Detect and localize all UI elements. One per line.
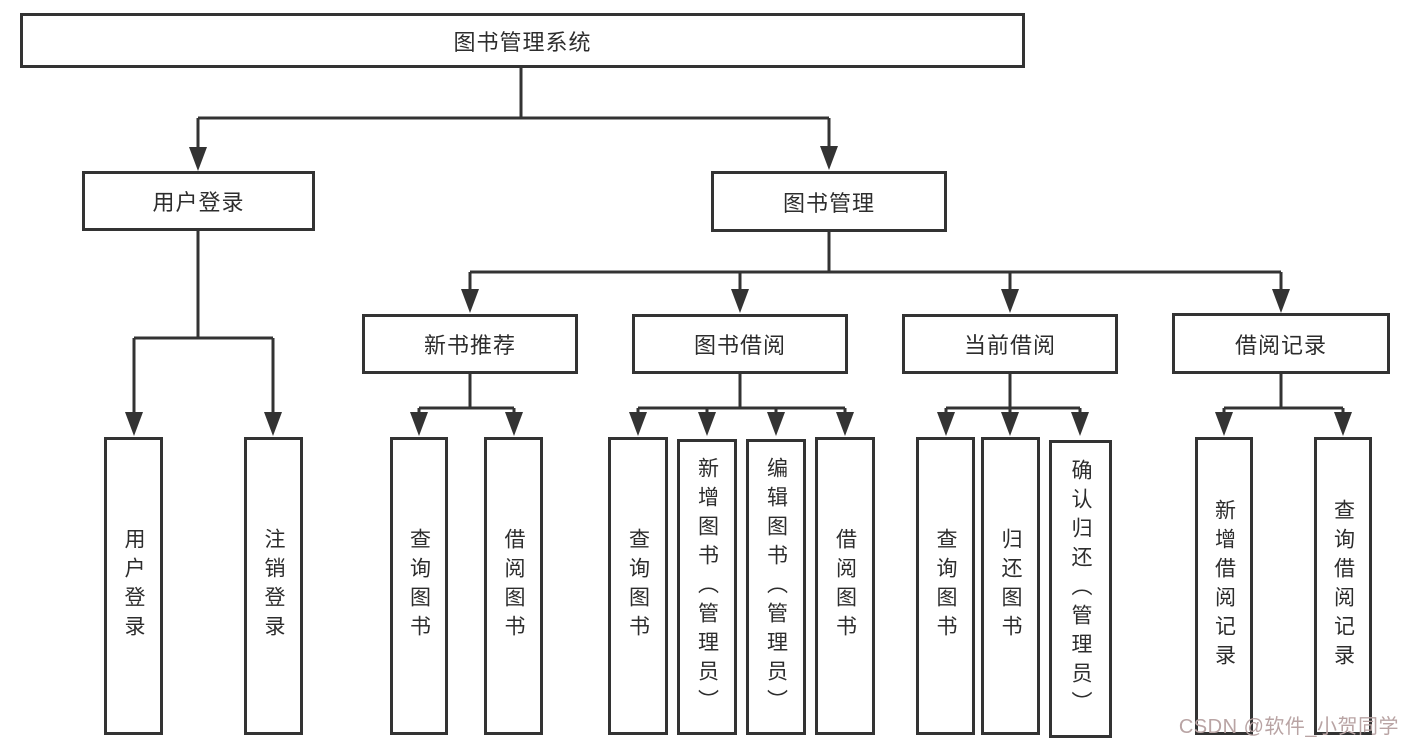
leaf-user-login: 用户登录 bbox=[104, 437, 163, 735]
leaf-query-books-recommend: 查询图书 bbox=[390, 437, 448, 735]
node-borrowing-records: 借阅记录 bbox=[1172, 313, 1390, 374]
leaf-return-books: 归还图书 bbox=[981, 437, 1040, 735]
leaf-edit-book-admin: 编辑图书（管理员） bbox=[746, 439, 806, 735]
leaf-borrow-books: 借阅图书 bbox=[815, 437, 875, 735]
node-user-login: 用户登录 bbox=[82, 171, 315, 231]
leaf-query-books-current: 查询图书 bbox=[916, 437, 975, 735]
node-new-book-recommendation: 新书推荐 bbox=[362, 314, 578, 374]
leaf-add-book-admin: 新增图书（管理员） bbox=[677, 439, 737, 735]
node-book-management: 图书管理 bbox=[711, 171, 947, 232]
leaf-query-borrow-record: 查询借阅记录 bbox=[1314, 437, 1372, 735]
leaf-borrow-books-recommend: 借阅图书 bbox=[484, 437, 543, 735]
leaf-add-borrow-record: 新增借阅记录 bbox=[1195, 437, 1253, 735]
leaf-query-books-borrowing: 查询图书 bbox=[608, 437, 668, 735]
leaf-logout: 注销登录 bbox=[244, 437, 303, 735]
leaf-confirm-return-admin: 确认归还（管理员） bbox=[1049, 440, 1112, 738]
arrowhead-group bbox=[125, 146, 1352, 436]
node-library-management-system: 图书管理系统 bbox=[20, 13, 1025, 68]
csdn-watermark: CSDN @软件_小贺同学 bbox=[1178, 716, 1399, 738]
node-book-borrowing: 图书借阅 bbox=[632, 314, 848, 374]
node-current-borrowing: 当前借阅 bbox=[902, 314, 1118, 374]
